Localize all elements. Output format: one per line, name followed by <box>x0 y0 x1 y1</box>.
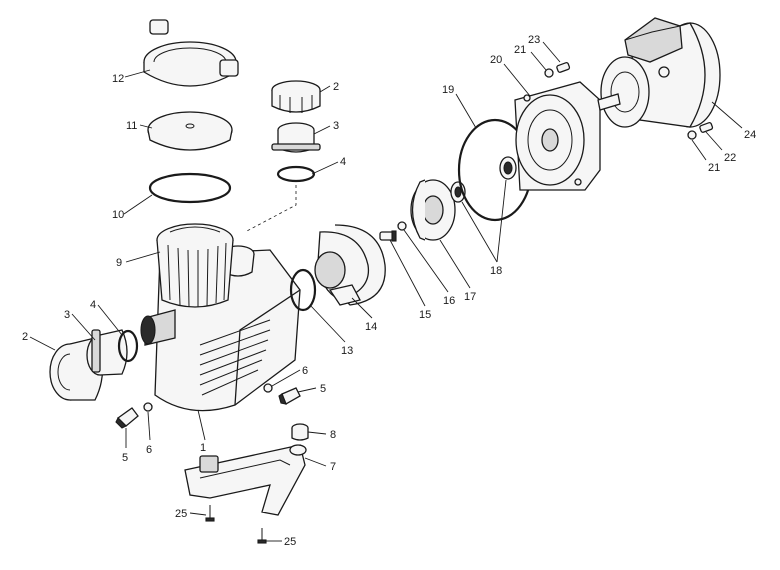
callout-2-upper: 2 <box>333 81 339 93</box>
seal-plate-o-ring <box>289 268 317 312</box>
strainer-lid <box>147 111 233 151</box>
mechanical-seal <box>450 156 517 203</box>
upper-union-o-ring <box>276 165 316 183</box>
callout-15: 15 <box>419 309 431 321</box>
callout-9: 9 <box>116 257 122 269</box>
side-union-tail <box>86 329 128 376</box>
upper-union-nut <box>271 80 321 113</box>
diffuser <box>314 224 386 306</box>
callout-5-left: 5 <box>122 452 128 464</box>
drain-washer-left <box>143 402 153 412</box>
callout-25-left: 25 <box>175 508 187 520</box>
callout-5-right: 5 <box>320 383 326 395</box>
callout-23: 23 <box>528 34 540 46</box>
base-screw-left <box>205 505 215 522</box>
rubber-foot <box>291 423 309 441</box>
assembly-axis-line <box>244 185 297 233</box>
drain-plug-left <box>115 407 139 429</box>
bolt-washer-lower <box>687 130 697 140</box>
callout-17: 17 <box>464 291 476 303</box>
callout-6-right: 6 <box>302 365 308 377</box>
callout-21-lower: 21 <box>708 162 720 174</box>
impeller <box>410 179 456 241</box>
callout-10: 10 <box>112 209 124 221</box>
motor-bolt-lower <box>699 122 714 133</box>
callout-labels: 12 11 10 9 2 3 4 2 3 4 1 5 6 6 5 13 14 1… <box>22 34 756 548</box>
motor-bolt-upper <box>556 62 571 73</box>
callout-13: 13 <box>341 345 353 357</box>
callout-8: 8 <box>330 429 336 441</box>
callout-20: 20 <box>490 54 502 66</box>
callout-7: 7 <box>330 461 336 473</box>
strainer-basket <box>156 223 234 308</box>
callout-1: 1 <box>200 442 206 454</box>
callout-12: 12 <box>112 73 124 85</box>
callout-21-upper: 21 <box>514 44 526 56</box>
impeller-washer <box>397 221 407 231</box>
drain-plug-right <box>278 387 301 405</box>
callout-24: 24 <box>744 129 756 141</box>
impeller-screw <box>379 230 397 242</box>
lid-o-ring <box>148 172 232 204</box>
callout-6-left: 6 <box>146 444 152 456</box>
callout-4-side: 4 <box>90 299 96 311</box>
callout-2-side: 2 <box>22 331 28 343</box>
callout-16: 16 <box>443 295 455 307</box>
drain-washer-right <box>263 383 273 393</box>
callout-19: 19 <box>442 84 454 96</box>
lid-locking-ring <box>143 19 239 87</box>
seal-plate <box>514 81 601 191</box>
base-screw-right <box>257 528 267 544</box>
callout-14: 14 <box>365 321 377 333</box>
callout-22: 22 <box>724 152 736 164</box>
bolt-washer-upper <box>544 68 554 78</box>
electric-motor <box>597 17 721 128</box>
callout-25-right: 25 <box>284 536 296 548</box>
callout-4-upper: 4 <box>340 156 346 168</box>
callout-18: 18 <box>490 265 502 277</box>
callout-3-side: 3 <box>64 309 70 321</box>
callout-3-upper: 3 <box>333 120 339 132</box>
leader-lines <box>29 41 743 542</box>
pump-base-stand <box>184 444 307 516</box>
callout-11: 11 <box>126 120 137 132</box>
upper-union-tail <box>271 122 321 153</box>
side-union-o-ring <box>117 329 139 363</box>
